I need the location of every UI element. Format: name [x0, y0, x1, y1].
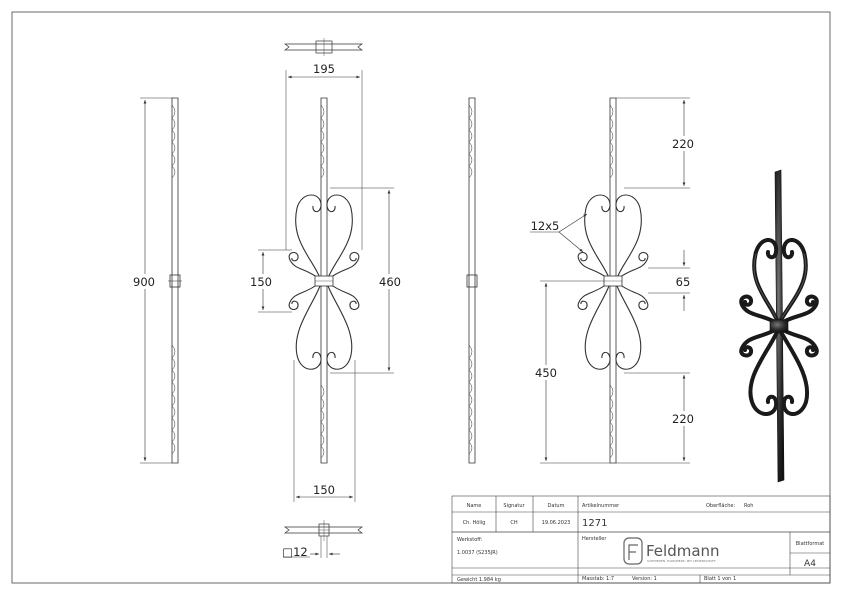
- dimension-460: 460: [330, 187, 405, 374]
- dimension-195: 195: [285, 62, 363, 250]
- oberflaeche-value: Roh: [744, 503, 753, 509]
- dimension-12x5: 12x5: [530, 213, 588, 253]
- werkstoff-label: Werkstoff:: [457, 537, 483, 543]
- dimension-220-top: 220: [616, 97, 698, 189]
- gewicht: Gewicht 1.984 kg: [457, 577, 501, 583]
- baluster-ornament-render: [739, 169, 819, 483]
- dimension-220-bottom-label: 220: [672, 412, 694, 426]
- hersteller-label: Hersteller: [582, 536, 607, 542]
- dimension-150-horizontal: 150: [293, 360, 356, 502]
- dimension-450-label: 450: [535, 366, 557, 380]
- datum-value: 19.06.2023: [542, 520, 571, 526]
- dimension-450: 450: [531, 280, 610, 464]
- right-view-collar: [603, 275, 623, 287]
- company-tagline: SCHMIEDEN. HANDWERK. MIT LEIDENSCHAFT.: [647, 559, 716, 563]
- massstab: Masstab: 1:7: [582, 576, 614, 582]
- dimension-150-vertical: 150: [246, 249, 292, 313]
- blatt: Blatt 1 von 1: [704, 576, 736, 582]
- dimension-65-label: 65: [676, 275, 691, 289]
- dimension-square-12: □12: [282, 536, 340, 559]
- dimension-150-vertical-label: 150: [250, 275, 272, 289]
- bottom-view-plan: [283, 520, 364, 541]
- dimension-12x5-label: 12x5: [531, 219, 560, 233]
- dimension-220-bottom: 220: [616, 372, 698, 464]
- dimension-460-label: 460: [379, 275, 401, 289]
- top-view-plan: [283, 38, 364, 56]
- side-view-left: [168, 97, 182, 464]
- blattformat-value: A4: [804, 559, 816, 569]
- title-block: [451, 495, 831, 584]
- feldmann-logo: Feldmann SCHMIEDEN. HANDWERK. MIT LEIDEN…: [623, 537, 720, 565]
- dimension-150-horizontal-label: 150: [313, 483, 335, 497]
- blattformat-label: Blattformat: [796, 541, 825, 547]
- front-view-scrolls: [288, 194, 360, 370]
- feldmann-f-logo-icon: [623, 537, 643, 565]
- right-view-scrolls: [577, 194, 649, 370]
- front-view-collar: [314, 275, 334, 287]
- signatur-label: Signatur: [503, 503, 525, 509]
- dimension-65: 65: [648, 250, 690, 311]
- datum-label: Datum: [548, 503, 565, 509]
- dimension-195-label: 195: [313, 62, 335, 76]
- dimension-900-label: 900: [133, 275, 155, 289]
- version: Version: 1: [632, 576, 657, 582]
- name-value: Ch. Hölig: [463, 520, 486, 526]
- dimension-220-top-label: 220: [672, 137, 694, 151]
- front-view-bar: [320, 97, 328, 464]
- artikelnummer-value: 1271: [582, 518, 607, 529]
- name-label: Name: [467, 503, 482, 509]
- signatur-value: CH: [510, 520, 517, 526]
- artikelnummer-label: Artikelnummer: [582, 503, 620, 509]
- company-name: Feldmann: [646, 542, 720, 560]
- side-view-middle: [466, 97, 478, 464]
- werkstoff-value: 1.0037 (S235JR): [457, 550, 498, 556]
- oberflaeche-label: Oberfläche:: [706, 503, 735, 509]
- dimension-square-12-label: □12: [282, 545, 308, 559]
- title-block-text: Name Signatur Datum Artikelnummer Oberfl…: [457, 503, 824, 583]
- dimension-900: 900: [128, 97, 172, 464]
- sheet-border: [11, 11, 831, 584]
